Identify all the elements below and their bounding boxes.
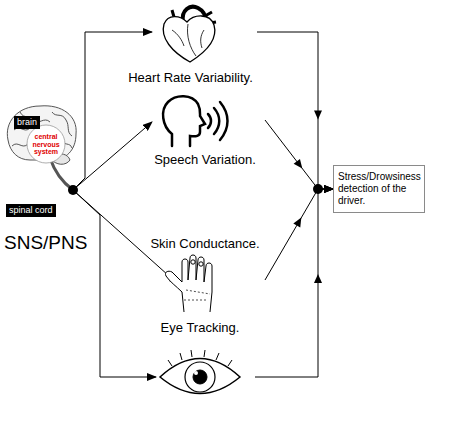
node-text: Stress/Drowsiness detection of the drive… [338,171,420,207]
system-label: SNS/PNS [4,232,87,254]
cns-circle [27,125,65,163]
node-caption: Skin Conductance. [145,236,265,252]
eye-icon [160,350,240,394]
node-caption: Heart Rate Variability. [124,70,257,86]
connector-arrow [257,32,333,189]
node-caption: Eye Tracking. [145,320,255,336]
heart-icon [163,7,216,62]
connector-arrow [265,189,333,280]
cns-label: central nervous system [27,133,65,156]
signal-node: Skin Conductance. [145,236,265,312]
node-text: brain [17,117,37,128]
mid-arrowhead [293,216,304,228]
node-caption: Speech Variation. [145,152,265,168]
caption-text: Speech Variation. [153,152,257,167]
signal-node: Heart Rate Variability. [124,2,257,88]
speech-icon [163,96,227,146]
caption-text: Eye Tracking. [160,320,241,335]
split-dot [68,185,78,195]
signal-node: Eye Tracking. [145,320,255,414]
connector-arrow [255,189,333,377]
mid-arrowhead [314,111,322,120]
output-box: Stress/Drowsiness detection of the drive… [333,165,425,213]
signal-node: Speech Variation. [145,92,265,168]
caption-text: Skin Conductance. [149,236,260,251]
brain-tag: brain [14,116,40,129]
caption-text: Heart Rate Variability. [127,70,254,85]
spinal-cord-tag: spinal cord [6,204,56,217]
merge-dot [313,184,323,194]
brain-drawing [7,106,76,164]
mid-arrowhead [314,274,322,283]
mid-arrowhead [294,159,306,171]
hand-icon [165,255,212,312]
spinal-cord-drawing [50,158,73,190]
connector-arrow [265,120,333,189]
node-text: spinal cord [9,205,53,216]
